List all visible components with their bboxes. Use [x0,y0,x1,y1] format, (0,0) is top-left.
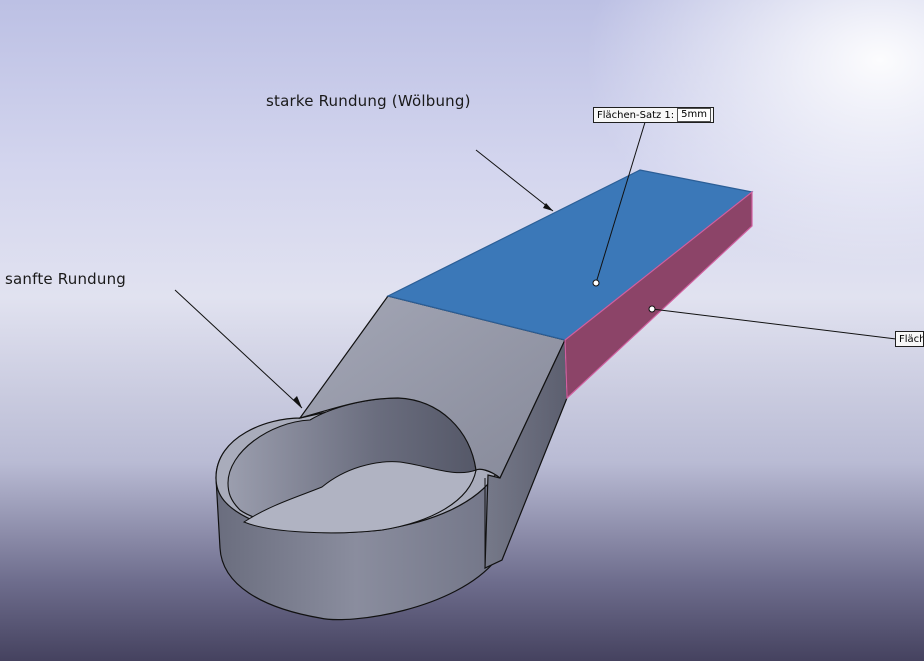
ring-inner-floor [242,461,477,534]
face-set-2-label: Fläch [899,333,924,345]
soft-rounding-arrowhead [293,396,302,408]
callout-2-anchor[interactable] [648,305,656,313]
callout-1-anchor[interactable] [592,279,600,287]
face-set-1-value-field[interactable]: 5mm [677,108,712,122]
face-set-2-callout[interactable]: Fläch [895,331,924,347]
neck-top-face[interactable] [298,295,566,479]
face-set-1-label: Flächen-Satz 1: [597,109,675,121]
selected-side-face[interactable] [564,190,753,400]
strong-rounding-note: starke Rundung (Wölbung) [266,92,471,110]
callout-1-leader [595,118,647,284]
soft-rounding-note: sanfte Rundung [5,270,127,288]
face-set-1-callout[interactable]: Flächen-Satz 1: 5mm [593,107,715,123]
strong-rounding-arrowhead [543,203,553,211]
strong-rounding-leader [475,149,554,212]
soft-rounding-leader [174,289,303,409]
callout-2-leader [651,308,897,340]
